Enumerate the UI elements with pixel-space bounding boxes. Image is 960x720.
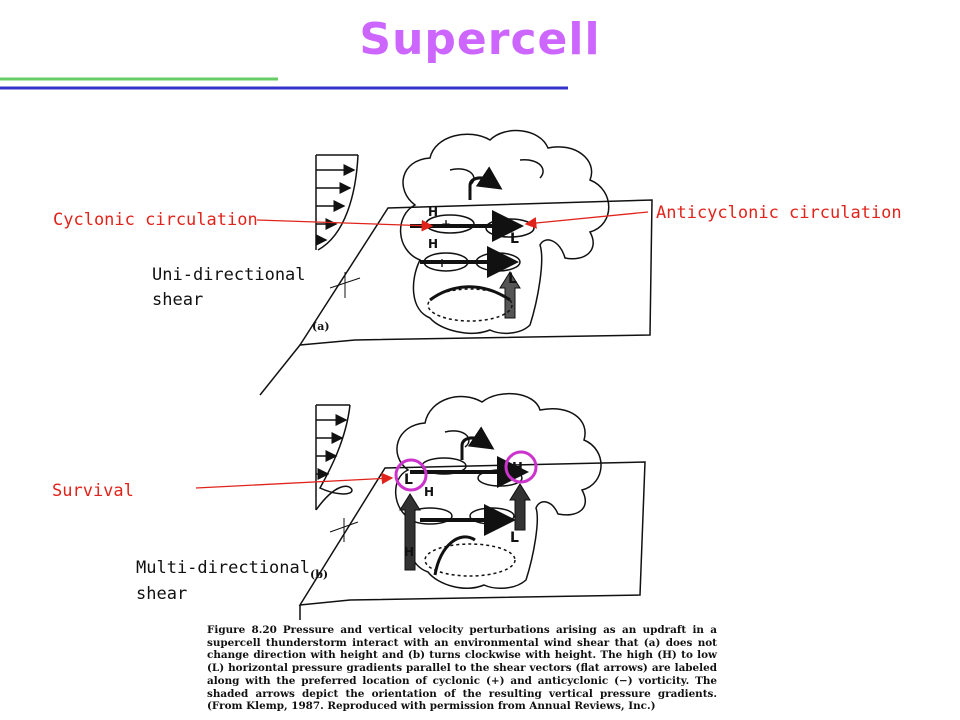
ground-plane-a [298, 199, 653, 346]
cyclonic-circulation-label: Cyclonic circulation [53, 210, 258, 230]
cloud-a [399, 129, 610, 335]
survival-label: Survival [52, 481, 134, 501]
multi-directional-label: Multi-directional [136, 558, 310, 578]
title-rules [0, 77, 568, 90]
panel-b [298, 392, 646, 620]
high-a1: H [428, 205, 438, 219]
cyclonic-pointer [256, 219, 434, 232]
survival-circle-right [504, 450, 538, 484]
low-b1: L [404, 472, 413, 488]
wind-profile-b [315, 404, 353, 511]
multi-directional-shear-label: shear [136, 584, 188, 604]
panel-b-label: (b) [310, 568, 328, 581]
anticyclonic-circulation-label: Anticyclonic circulation [656, 203, 902, 223]
high-b3: H [404, 545, 414, 559]
panel-a-label: (a) [312, 320, 330, 333]
anticyclonic-pointer [524, 211, 649, 229]
low-a1: L [510, 231, 519, 247]
uni-directional-shear-label: shear [152, 290, 204, 310]
high-b2: H [424, 485, 434, 499]
slide-title: Supercell [359, 14, 601, 65]
figure-caption-text: Pressure and vertical velocity perturbat… [207, 624, 717, 713]
wind-profile-a [315, 154, 359, 251]
survival-circle-left [394, 458, 428, 492]
high-a2: H [428, 237, 438, 251]
low-b2: L [510, 530, 519, 546]
survival-pointer [195, 472, 394, 489]
ground-plane-b [298, 461, 646, 606]
low-a2: L [508, 271, 517, 287]
panel-a: + + [259, 129, 653, 396]
high-b1: H [512, 461, 523, 476]
uni-directional-label: Uni-directional [152, 265, 306, 285]
cloud-b [394, 392, 602, 590]
figure-number: Figure 8.20 [207, 624, 277, 636]
